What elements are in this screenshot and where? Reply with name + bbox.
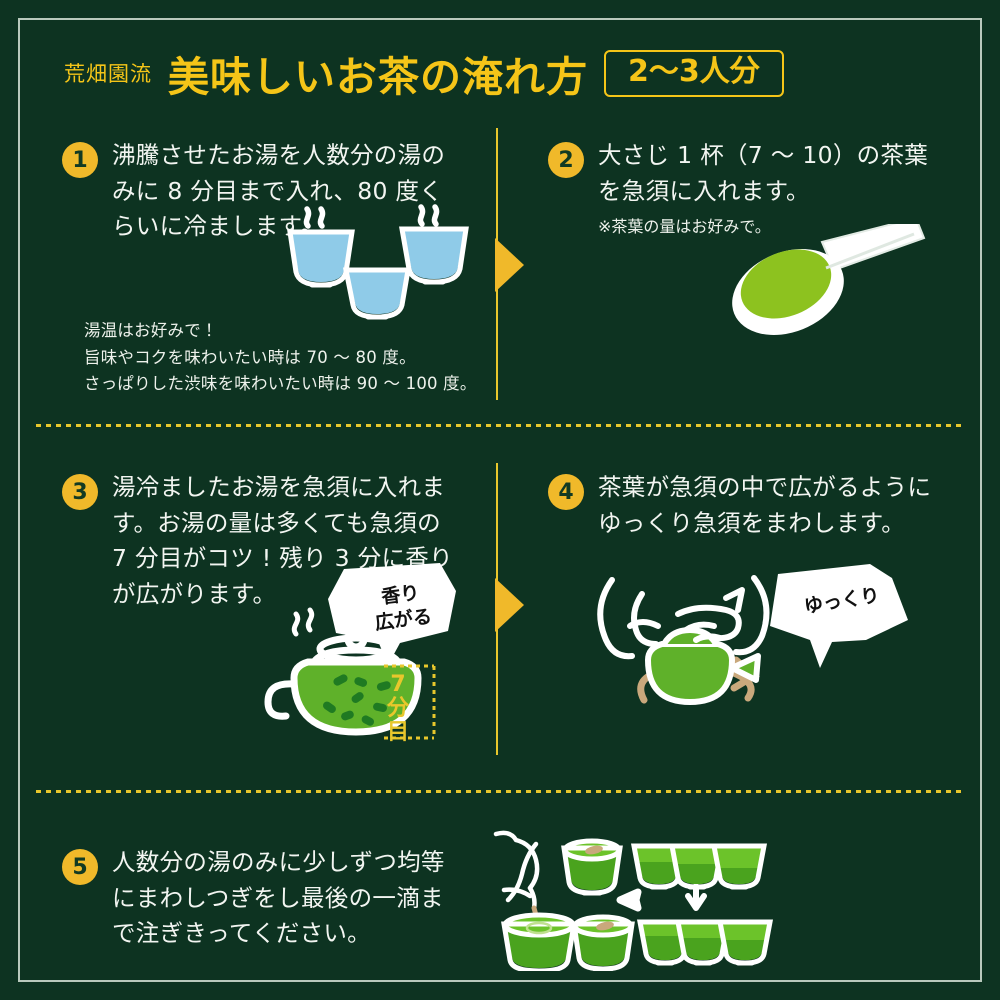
fill-label-line-3: 目 bbox=[386, 719, 409, 745]
step-1-number: 1 bbox=[62, 142, 98, 178]
note-line-3: さっぱりした渋味を味わいたい時は 90 〜 100 度。 bbox=[84, 374, 477, 394]
serving-size-badge: 2〜3人分 bbox=[604, 49, 784, 97]
cup-bottom-middle-icon bbox=[571, 914, 635, 972]
leaf-fleck bbox=[585, 845, 603, 855]
step-1-head: 1 沸騰させたお湯を人数分の湯のみに 8 分目まで入れ、80 度くらいに冷ましま… bbox=[62, 138, 462, 245]
teacup-left-icon bbox=[287, 229, 355, 288]
fill-level-bracket bbox=[384, 664, 436, 740]
step-1: 1 沸騰させたお湯を人数分の湯のみに 8 分目まで入れ、80 度くらいに冷ましま… bbox=[62, 138, 462, 245]
step-4-head: 4 茶葉が急須の中で広がるようにゆっくり急須をまわします。 bbox=[548, 470, 948, 541]
page-title: 美味しいお茶の淹れ方 bbox=[168, 53, 588, 101]
cup-row-bottom-2 bbox=[674, 919, 732, 966]
teacup-center-icon bbox=[342, 267, 411, 320]
step-2-number: 2 bbox=[548, 142, 584, 178]
cup-row-top-2 bbox=[668, 843, 726, 890]
divider-row1-row2 bbox=[36, 424, 964, 427]
step-2-head: 2 大さじ 1 杯（7 〜 10）の茶葉を急須に入れます。 ※茶葉の量はお好みで… bbox=[548, 138, 948, 239]
step-2-body: 大さじ 1 杯（7 〜 10）の茶葉を急須に入れます。 ※茶葉の量はお好みで。 bbox=[584, 138, 948, 239]
cup-row-top-3 bbox=[710, 843, 768, 890]
step-3-illustration-teapot bbox=[228, 556, 458, 760]
step-5: 5 人数分の湯のみに少しずつ均等にまわしつぎをし最後の一滴まで注ぎきってください… bbox=[62, 845, 462, 952]
step-5-number: 5 bbox=[62, 849, 98, 885]
note-line-2: 旨味やコクを味わいたい時は 70 〜 80 度。 bbox=[84, 347, 416, 367]
flow-arrow-step1-to-step2 bbox=[495, 238, 524, 292]
step-3-fill-level-label: 7 分 目 bbox=[383, 673, 413, 744]
brand-label: 荒畑園流 bbox=[64, 62, 152, 86]
teapot-icon bbox=[264, 627, 422, 736]
pouring-teapot-icon bbox=[493, 830, 540, 911]
cup-top-middle-icon bbox=[561, 838, 623, 896]
steam-left-icon bbox=[303, 206, 326, 229]
step-1-illustration-teacups bbox=[272, 198, 487, 327]
step-3-text: 湯冷ましたお湯を急須に入れます。お湯の量は多くても急須の 7 分目がコツ ! 残… bbox=[112, 473, 453, 609]
step-3-head: 3 湯冷ましたお湯を急須に入れます。お湯の量は多くても急須の 7 分目がコツ !… bbox=[62, 470, 462, 613]
divider-row2-row3 bbox=[36, 790, 964, 793]
note-line-1: 湯温はお好みで！ bbox=[84, 321, 218, 340]
speech-bubble-shape bbox=[770, 564, 908, 668]
step-1-text: 沸騰させたお湯を人数分の湯のみに 8 分目まで入れ、80 度くらいに冷まします。 bbox=[112, 141, 446, 241]
cup-row-bottom-1 bbox=[636, 919, 694, 966]
step-1-temperature-note: 湯温はお好みで！ 旨味やコクを味わいたい時は 70 〜 80 度。 さっぱりした… bbox=[84, 318, 484, 398]
step-3: 3 湯冷ましたお湯を急須に入れます。お湯の量は多くても急須の 7 分目がコツ !… bbox=[62, 470, 462, 613]
flow-arrow-step3-to-step4 bbox=[495, 578, 524, 632]
step-4-number: 4 bbox=[548, 474, 584, 510]
step-3-number: 3 bbox=[62, 474, 98, 510]
header: 荒畑園流 美味しいお茶の淹れ方 2〜3人分 bbox=[64, 42, 950, 104]
teapot-icon bbox=[644, 626, 761, 706]
step-5-head: 5 人数分の湯のみに少しずつ均等にまわしつぎをし最後の一滴まで注ぎきってください… bbox=[62, 845, 462, 952]
fill-label-line-2: 分 bbox=[386, 695, 409, 721]
leaf-fleck bbox=[596, 921, 614, 931]
step-4-illustration-hands-teapot bbox=[586, 552, 796, 736]
steam-right-icon bbox=[417, 204, 440, 227]
step-2-illustration-spoon bbox=[726, 216, 936, 343]
step-5-text: 人数分の湯のみに少しずつ均等にまわしつぎをし最後の一滴まで注ぎきってください。 bbox=[112, 848, 445, 948]
tea-leaf-flecks bbox=[322, 674, 391, 726]
steam-icon bbox=[291, 607, 315, 637]
ripple-icon bbox=[525, 921, 553, 935]
cup-row-bottom-3 bbox=[716, 919, 774, 966]
spoon-icon bbox=[732, 216, 926, 335]
teacup-right-icon bbox=[399, 226, 469, 285]
speech-bubble-shape bbox=[328, 563, 456, 665]
step-2-text: 大さじ 1 杯（7 〜 10）の茶葉を急須に入れます。 bbox=[598, 141, 929, 205]
step-5-illustration-pouring bbox=[486, 826, 786, 975]
step-2: 2 大さじ 1 杯（7 〜 10）の茶葉を急須に入れます。 ※茶葉の量はお好みで… bbox=[548, 138, 948, 239]
arrow-left-icon bbox=[616, 888, 642, 912]
step-4-text: 茶葉が急須の中で広がるようにゆっくり急須をまわします。 bbox=[598, 473, 932, 537]
hands-icon bbox=[597, 575, 770, 660]
step-2-subnote: ※茶葉の量はお好みで。 bbox=[598, 217, 771, 237]
step-4: 4 茶葉が急須の中で広がるようにゆっくり急須をまわします。 bbox=[548, 470, 948, 541]
fill-label-line-1: 7 bbox=[390, 672, 406, 697]
cup-receiving-icon bbox=[501, 912, 577, 974]
